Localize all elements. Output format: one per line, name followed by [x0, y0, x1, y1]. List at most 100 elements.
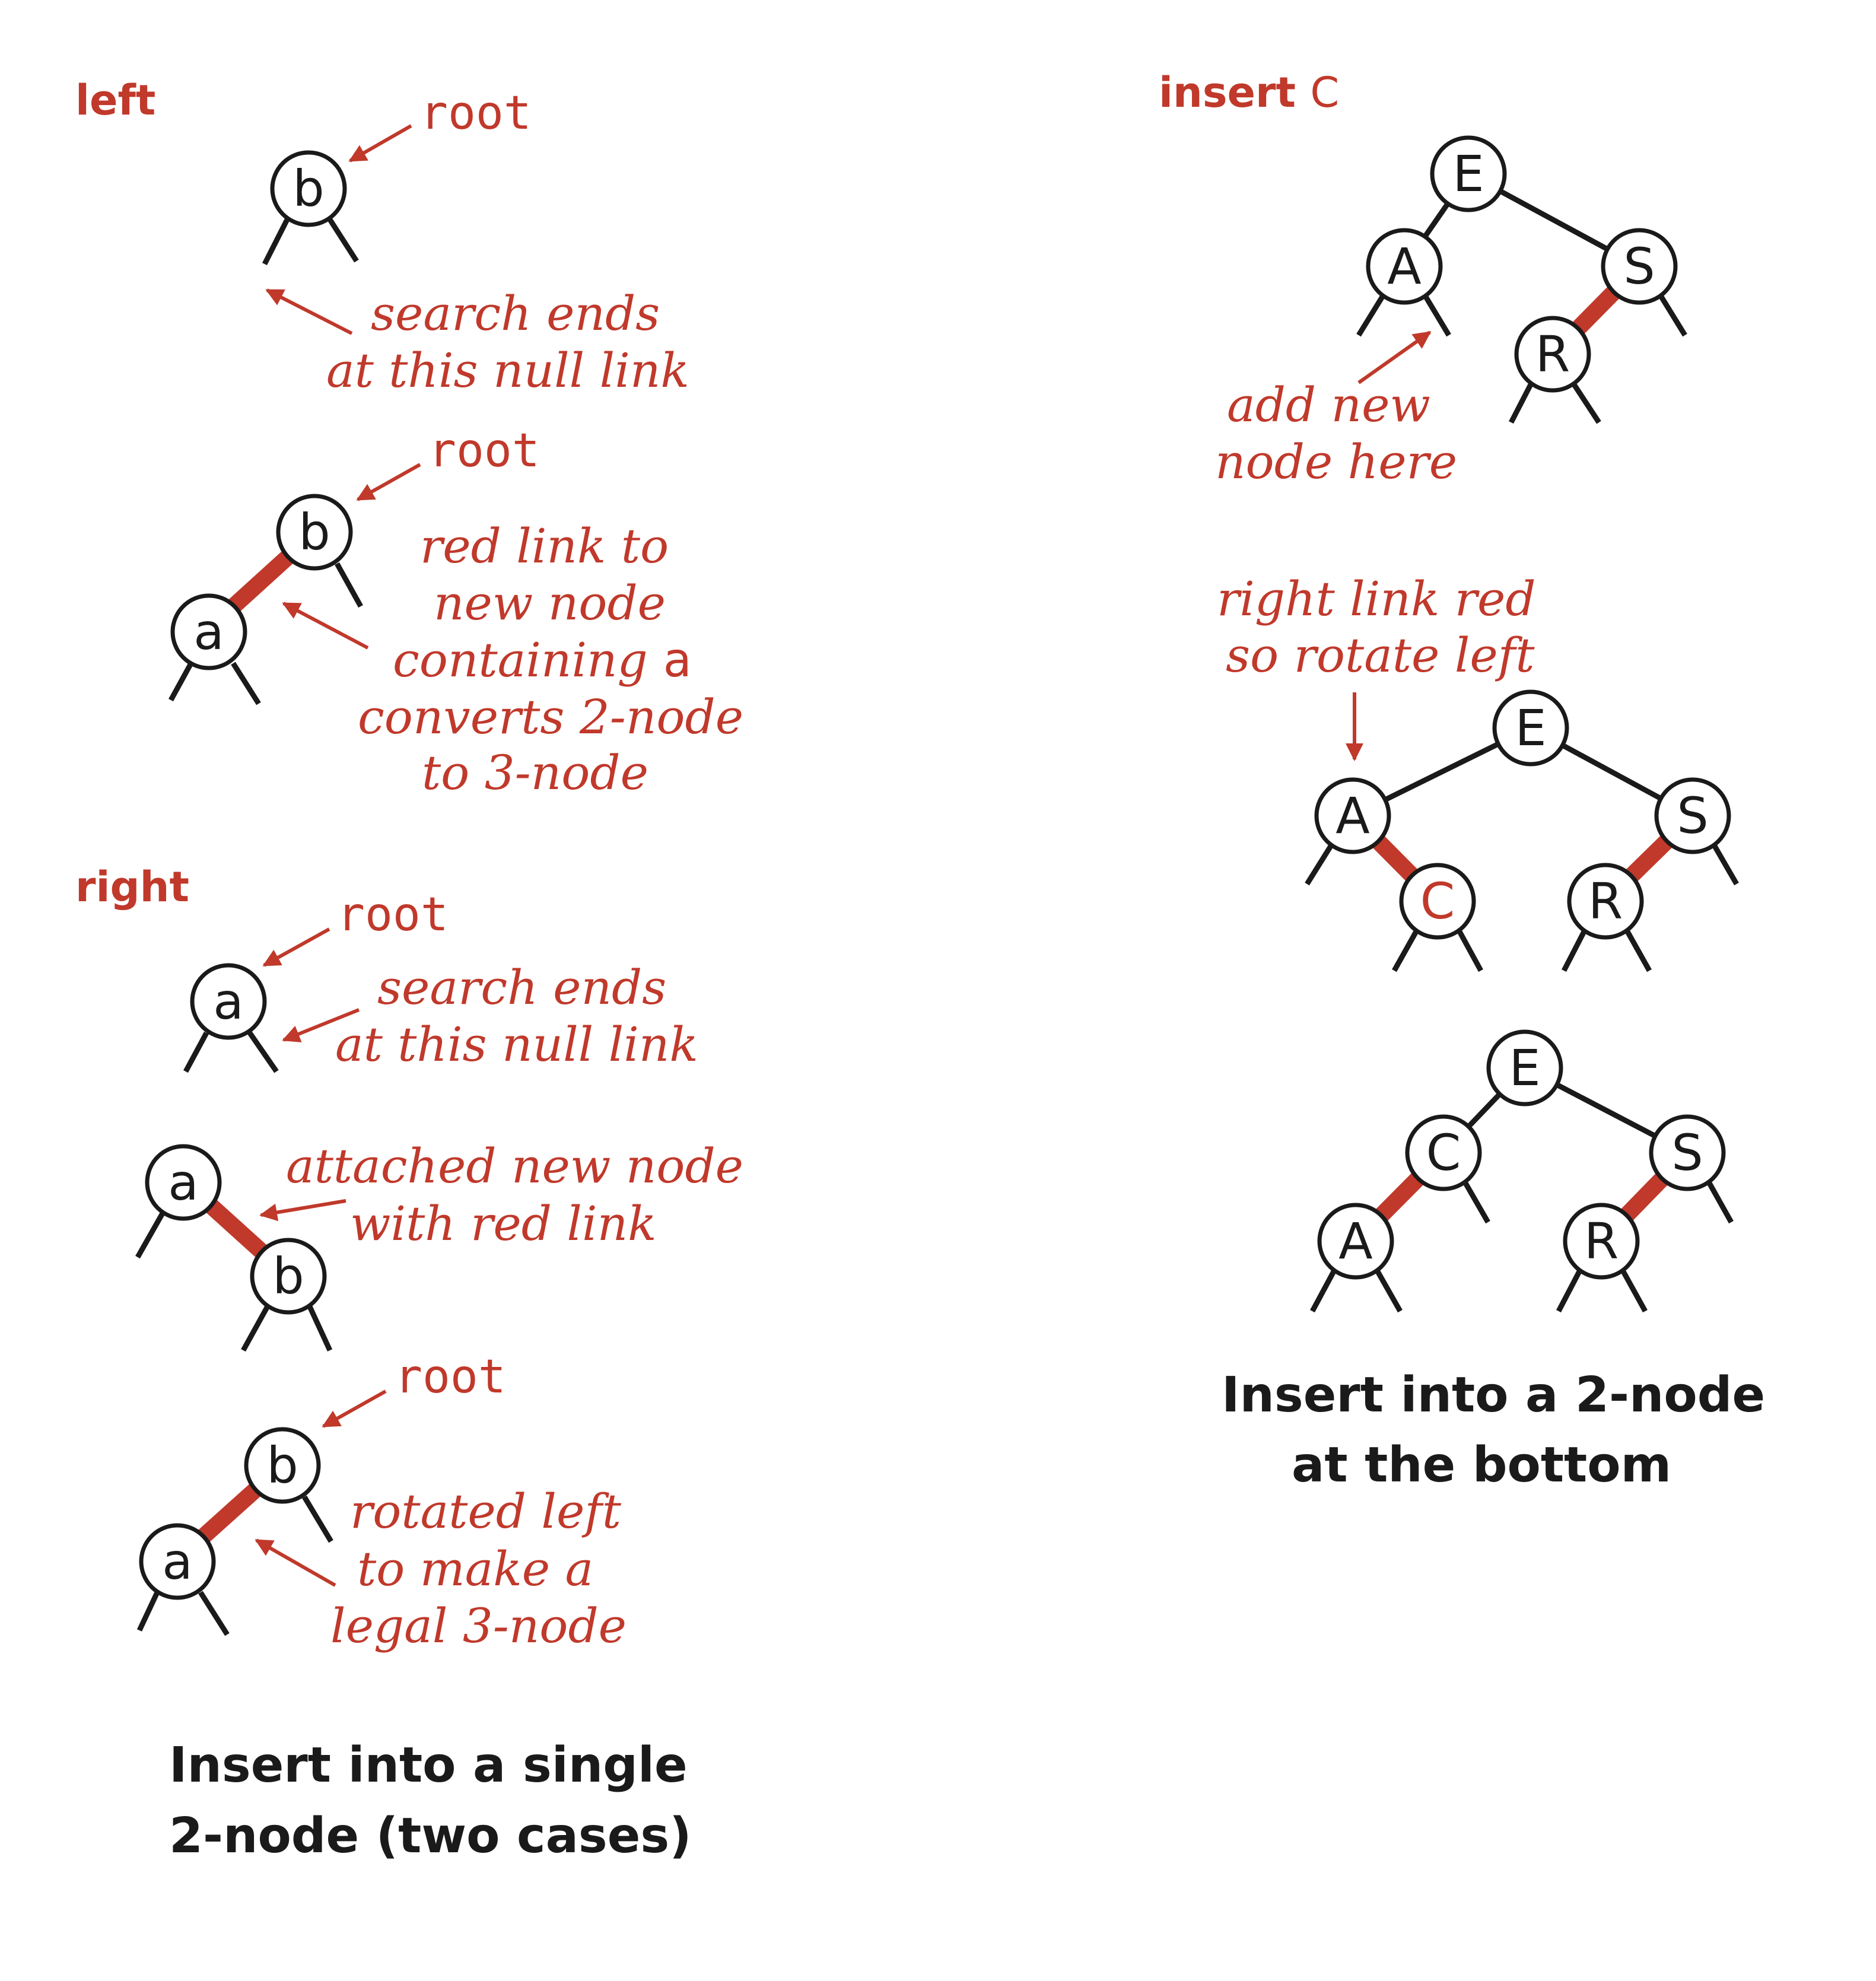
null-link-A-right [1423, 295, 1451, 337]
node-a [190, 963, 267, 1040]
node-label-E: E [1515, 699, 1546, 757]
node-R [1567, 863, 1644, 940]
node-a [139, 1523, 216, 1600]
root-arrow [348, 124, 412, 163]
annotation-converts: converts 2-node [358, 689, 743, 745]
annotation-new-node: new node [434, 575, 666, 631]
null-link-b-right [302, 1495, 333, 1543]
null-link-right [327, 218, 359, 263]
diagram-right-rotated: root b a rotated left to make a legal 3-… [136, 1350, 627, 1654]
node-A [1314, 777, 1391, 854]
annotation-null-link: at this null link [326, 343, 689, 398]
caption-left-line2: 2-node (two cases) [169, 1808, 692, 1864]
node-label-a: a [213, 972, 243, 1031]
annotation-so-rotate-left: so rotate left [1226, 628, 1535, 683]
diagram-left-search: root b search ends at this null link [262, 87, 689, 398]
annotation-to-3-node: to 3-node [422, 745, 648, 800]
node-label-b: b [266, 1436, 298, 1495]
node-label-b: b [272, 1247, 304, 1305]
caption-left-line1: Insert into a single [169, 1737, 688, 1794]
annotation-legal-3-node: legal 3-node [330, 1598, 627, 1654]
node-a [170, 593, 247, 670]
node-label-C-new: C [1420, 872, 1455, 930]
node-label-a: a [168, 1153, 198, 1212]
diagram-insert-before: E A S R add new node here [1215, 135, 1687, 489]
attached-arrow [259, 1199, 346, 1222]
annotation-with-red-link: with red link [350, 1196, 657, 1251]
null-link-R-right [1625, 930, 1652, 972]
annotation-null-link: at this null link [335, 1017, 698, 1072]
null-link-C-right [1457, 930, 1483, 972]
node-A [1317, 1203, 1394, 1280]
case-label-left: left [75, 76, 155, 125]
node-S [1601, 228, 1678, 305]
node-label-A: A [1387, 237, 1421, 295]
null-link-C-left [1392, 930, 1419, 972]
null-link-R-right [1572, 383, 1601, 424]
node-label-A: A [1336, 787, 1369, 845]
null-link-A-left [1310, 1270, 1336, 1313]
null-link-A-right [1375, 1270, 1403, 1313]
case-label-right: right [75, 863, 189, 911]
node-label-S: S [1677, 787, 1708, 845]
diagram-right-search: root a search ends at this null link [183, 888, 698, 1073]
insert-prefix: insert [1159, 68, 1310, 117]
null-link-C-right [1463, 1181, 1490, 1224]
null-link-R-right [1621, 1270, 1648, 1313]
annotation-add-new: add new [1227, 377, 1430, 433]
node-label-a: a [162, 1532, 192, 1591]
rotated-arrow [255, 1538, 336, 1587]
node-R [1563, 1203, 1640, 1280]
annotation-search-ends: search ends [377, 960, 666, 1015]
node-label-R: R [1584, 1212, 1619, 1270]
node-S [1649, 1114, 1726, 1191]
node-label-E: E [1509, 1039, 1540, 1097]
null-link-a-right [231, 662, 261, 705]
null-link-a-left [135, 1212, 165, 1259]
null-link-a-left [168, 662, 193, 702]
annotation-rotated-left: rotated left [350, 1484, 622, 1539]
node-label-S: S [1623, 237, 1655, 295]
node-label-b: b [292, 160, 324, 218]
annotation-containing: containing a [393, 632, 691, 688]
annotation-containing-code: a [663, 632, 691, 688]
root-arrow [356, 463, 421, 501]
node-R [1514, 316, 1591, 393]
node-A [1366, 228, 1443, 305]
null-link-b-left [241, 1303, 271, 1352]
annotation-node-here: node here [1215, 434, 1457, 489]
null-link-A-left [1356, 295, 1385, 337]
node-label-E: E [1452, 145, 1484, 203]
null-link-arrow [265, 288, 353, 335]
red-link-arrow [282, 602, 369, 650]
null-link-R-left [1556, 1270, 1582, 1313]
annotation-containing-text: containing [393, 632, 663, 688]
node-label-b: b [298, 503, 330, 561]
node-label-R: R [1535, 325, 1570, 383]
add-new-arrow [1357, 330, 1432, 384]
null-link-S-right [1659, 295, 1687, 337]
root-arrow [262, 927, 330, 967]
null-link-R-left [1561, 930, 1587, 972]
node-b [244, 1427, 321, 1504]
node-C-new [1399, 863, 1476, 940]
root-arrow [322, 1389, 387, 1428]
node-b [270, 150, 347, 227]
node-E [1430, 135, 1507, 212]
diagram-right-attach: a b attached new node with red link [135, 1139, 743, 1352]
null-link-a-left [136, 1591, 160, 1632]
node-E [1486, 1029, 1563, 1106]
node-E [1492, 689, 1569, 767]
null-link-arrow [282, 1008, 360, 1042]
node-label-a: a [193, 603, 224, 661]
node-label-C: C [1426, 1124, 1461, 1182]
caption-right-line1: Insert into a 2-node [1222, 1367, 1765, 1423]
diagram-left-attach: root b a red link to new node containing… [168, 424, 743, 800]
null-link-a-left [183, 1031, 209, 1073]
diagram-insert-after: E C S A R [1310, 1029, 1734, 1313]
null-link-A-left [1305, 844, 1333, 886]
diagram-insert-right-red: right link red so rotate left E A S C R [1217, 571, 1739, 972]
annotation-search-ends: search ends [371, 286, 660, 341]
caption-right-line2: at the bottom [1292, 1437, 1671, 1493]
